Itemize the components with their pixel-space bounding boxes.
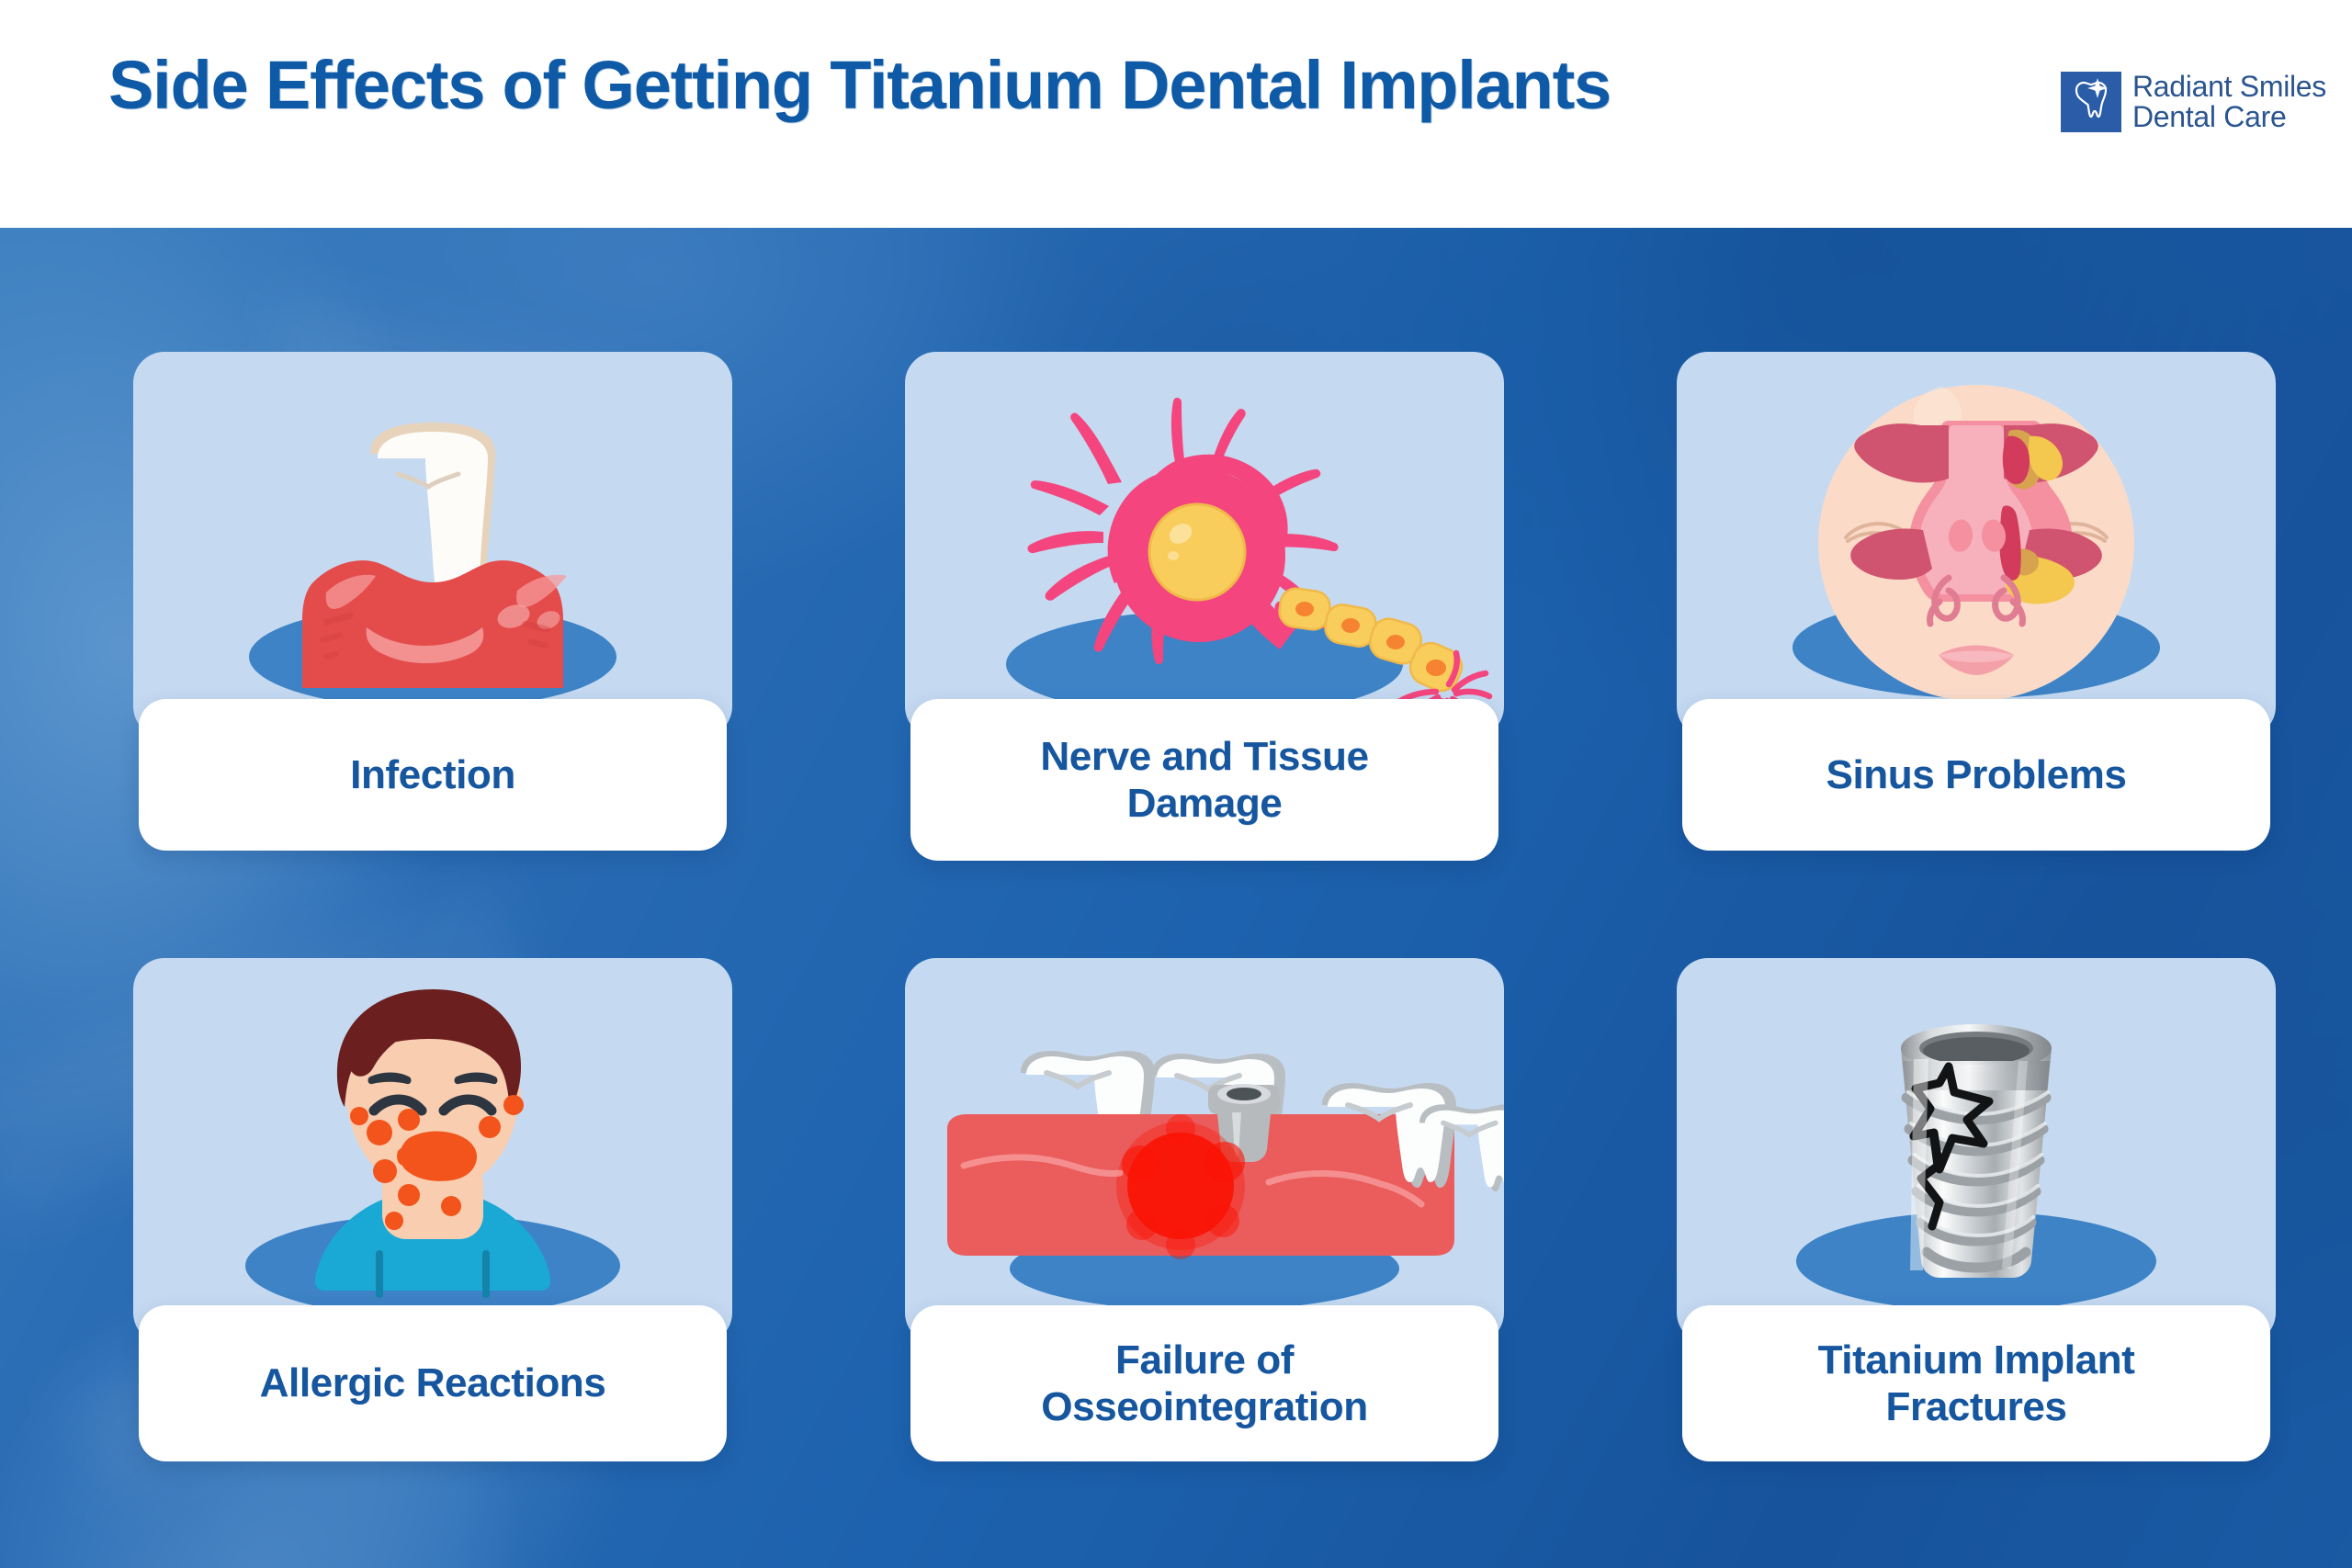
card-image-panel bbox=[905, 958, 1504, 1344]
logo-line-1: Radiant Smiles bbox=[2132, 70, 2327, 104]
cards-grid: Infection bbox=[0, 228, 2352, 1568]
card-image-panel bbox=[133, 352, 732, 738]
card-image-panel bbox=[133, 958, 732, 1344]
card-image-panel bbox=[905, 352, 1504, 738]
card-label-panel: Sinus Problems bbox=[1682, 699, 2270, 851]
page-title: Side Effects of Getting Titanium Dental … bbox=[108, 47, 1611, 123]
inflammation-spot bbox=[1116, 1114, 1245, 1259]
card-label: Infection bbox=[350, 751, 515, 797]
card-label-panel: Failure of Osseointegration bbox=[910, 1305, 1498, 1461]
infographic-canvas: Infection bbox=[0, 228, 2352, 1568]
neuron-cell-icon bbox=[1006, 397, 1493, 738]
person-with-rash-icon bbox=[245, 989, 620, 1317]
card-label: Allergic Reactions bbox=[259, 1360, 606, 1406]
card-label: Failure of Osseointegration bbox=[1041, 1337, 1368, 1429]
card-label: Nerve and Tissue Damage bbox=[1040, 733, 1369, 826]
card-label: Titanium Implant Fractures bbox=[1817, 1337, 2135, 1429]
card-image-panel bbox=[1677, 352, 2276, 738]
logo-line-2: Dental Care bbox=[2132, 100, 2287, 133]
page-header: Side Effects of Getting Titanium Dental … bbox=[0, 0, 2352, 228]
card-label-panel: Nerve and Tissue Damage bbox=[910, 699, 1498, 861]
brand-logo: Radiant Smiles Dental Care bbox=[2061, 72, 2326, 132]
card-label-panel: Titanium Implant Fractures bbox=[1682, 1305, 2270, 1461]
tooth-with-inflamed-gum-icon bbox=[249, 423, 616, 709]
tooth-sparkle-icon bbox=[2061, 72, 2121, 132]
teeth-gums-implant-inflammation-icon bbox=[947, 1051, 1504, 1311]
card-image-panel bbox=[1677, 958, 2276, 1344]
card-label-panel: Allergic Reactions bbox=[139, 1305, 727, 1461]
card-label-panel: Infection bbox=[139, 699, 727, 851]
card-label: Sinus Problems bbox=[1826, 751, 2127, 797]
cracked-titanium-screw-icon bbox=[1796, 1024, 2156, 1311]
face-nasal-sinus-cross-section-icon bbox=[1792, 385, 2160, 701]
